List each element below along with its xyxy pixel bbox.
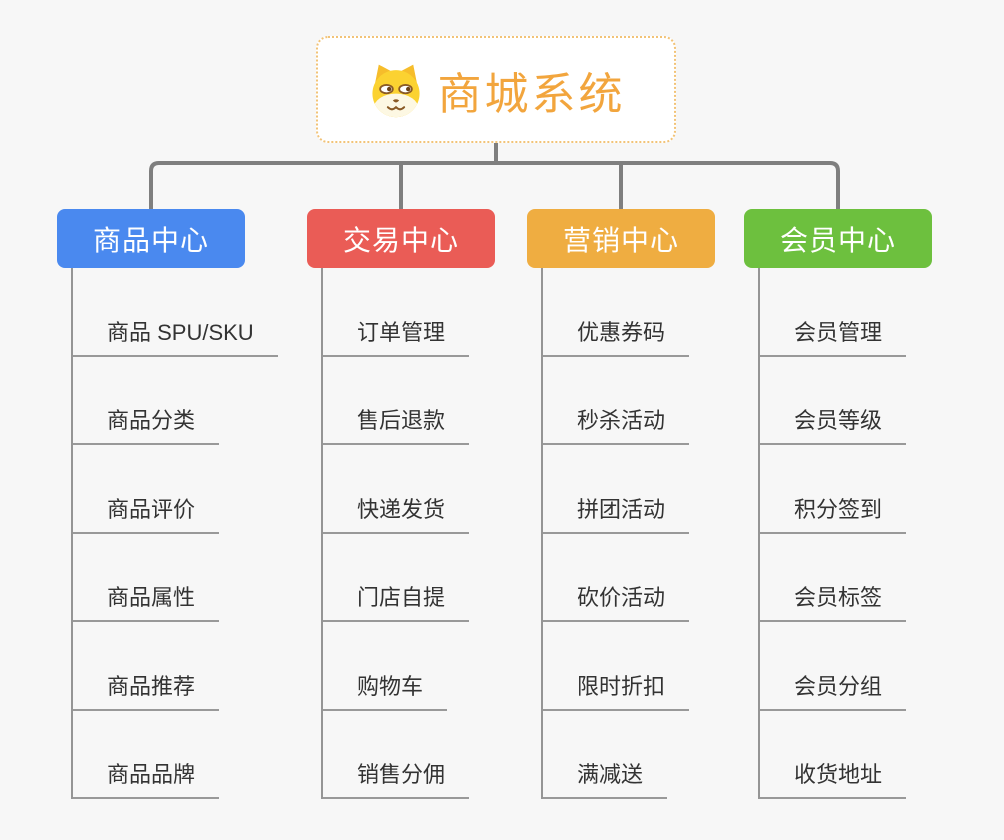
child-node[interactable]: 拼团活动 bbox=[543, 445, 690, 534]
child-node[interactable]: 商品属性 bbox=[73, 534, 220, 622]
branch-children: 订单管理 售后退款 快递发货 门店自提 购物车 销售分佣 bbox=[321, 268, 495, 799]
child-node[interactable]: 销售分佣 bbox=[323, 711, 470, 799]
child-node[interactable]: 会员管理 bbox=[760, 268, 907, 357]
branch-children: 会员管理 会员等级 积分签到 会员标签 会员分组 收货地址 bbox=[758, 268, 932, 799]
shiba-dog-icon bbox=[371, 64, 420, 117]
branch-children: 商品 SPU/SKU 商品分类 商品评价 商品属性 商品推荐 商品品牌 bbox=[71, 268, 278, 799]
branch-node-trade-center[interactable]: 交易中心 bbox=[307, 209, 495, 268]
child-node[interactable]: 商品品牌 bbox=[73, 711, 220, 799]
branch-node-member-center[interactable]: 会员中心 bbox=[744, 209, 932, 268]
child-node[interactable]: 砍价活动 bbox=[543, 534, 690, 622]
child-node[interactable]: 购物车 bbox=[323, 622, 448, 711]
child-node[interactable]: 收货地址 bbox=[760, 711, 907, 799]
branch-node-product-center[interactable]: 商品中心 bbox=[57, 209, 245, 268]
child-node[interactable]: 优惠券码 bbox=[543, 268, 690, 357]
child-node[interactable]: 满减送 bbox=[543, 711, 668, 799]
child-node[interactable]: 售后退款 bbox=[323, 357, 470, 445]
child-node[interactable]: 会员等级 bbox=[760, 357, 907, 445]
child-node[interactable]: 门店自提 bbox=[323, 534, 470, 622]
branch-children: 优惠券码 秒杀活动 拼团活动 砍价活动 限时折扣 满减送 bbox=[541, 268, 715, 799]
branch-node-marketing-center[interactable]: 营销中心 bbox=[527, 209, 715, 268]
child-node[interactable]: 商品 SPU/SKU bbox=[73, 268, 278, 357]
child-node[interactable]: 商品分类 bbox=[73, 357, 220, 445]
root-node-title: 商城系统 bbox=[437, 69, 626, 119]
child-node[interactable]: 会员标签 bbox=[760, 534, 907, 622]
child-node[interactable]: 积分签到 bbox=[760, 445, 907, 534]
root-node[interactable]: 商城系统 bbox=[316, 36, 676, 143]
child-node[interactable]: 订单管理 bbox=[323, 268, 470, 357]
child-node[interactable]: 商品推荐 bbox=[73, 622, 220, 711]
child-node[interactable]: 秒杀活动 bbox=[543, 357, 690, 445]
branch-marketing-center: 营销中心 优惠券码 秒杀活动 拼团活动 砍价活动 限时折扣 满减送 bbox=[527, 209, 715, 799]
branch-trade-center: 交易中心 订单管理 售后退款 快递发货 门店自提 购物车 销售分佣 bbox=[307, 209, 495, 799]
branch-member-center: 会员中心 会员管理 会员等级 积分签到 会员标签 会员分组 收货地址 bbox=[744, 209, 932, 799]
child-node[interactable]: 商品评价 bbox=[73, 445, 220, 534]
child-node[interactable]: 限时折扣 bbox=[543, 622, 690, 711]
child-node[interactable]: 会员分组 bbox=[760, 622, 907, 711]
branch-product-center: 商品中心 商品 SPU/SKU 商品分类 商品评价 商品属性 商品推荐 商品品牌 bbox=[57, 209, 278, 799]
child-node[interactable]: 快递发货 bbox=[323, 445, 470, 534]
